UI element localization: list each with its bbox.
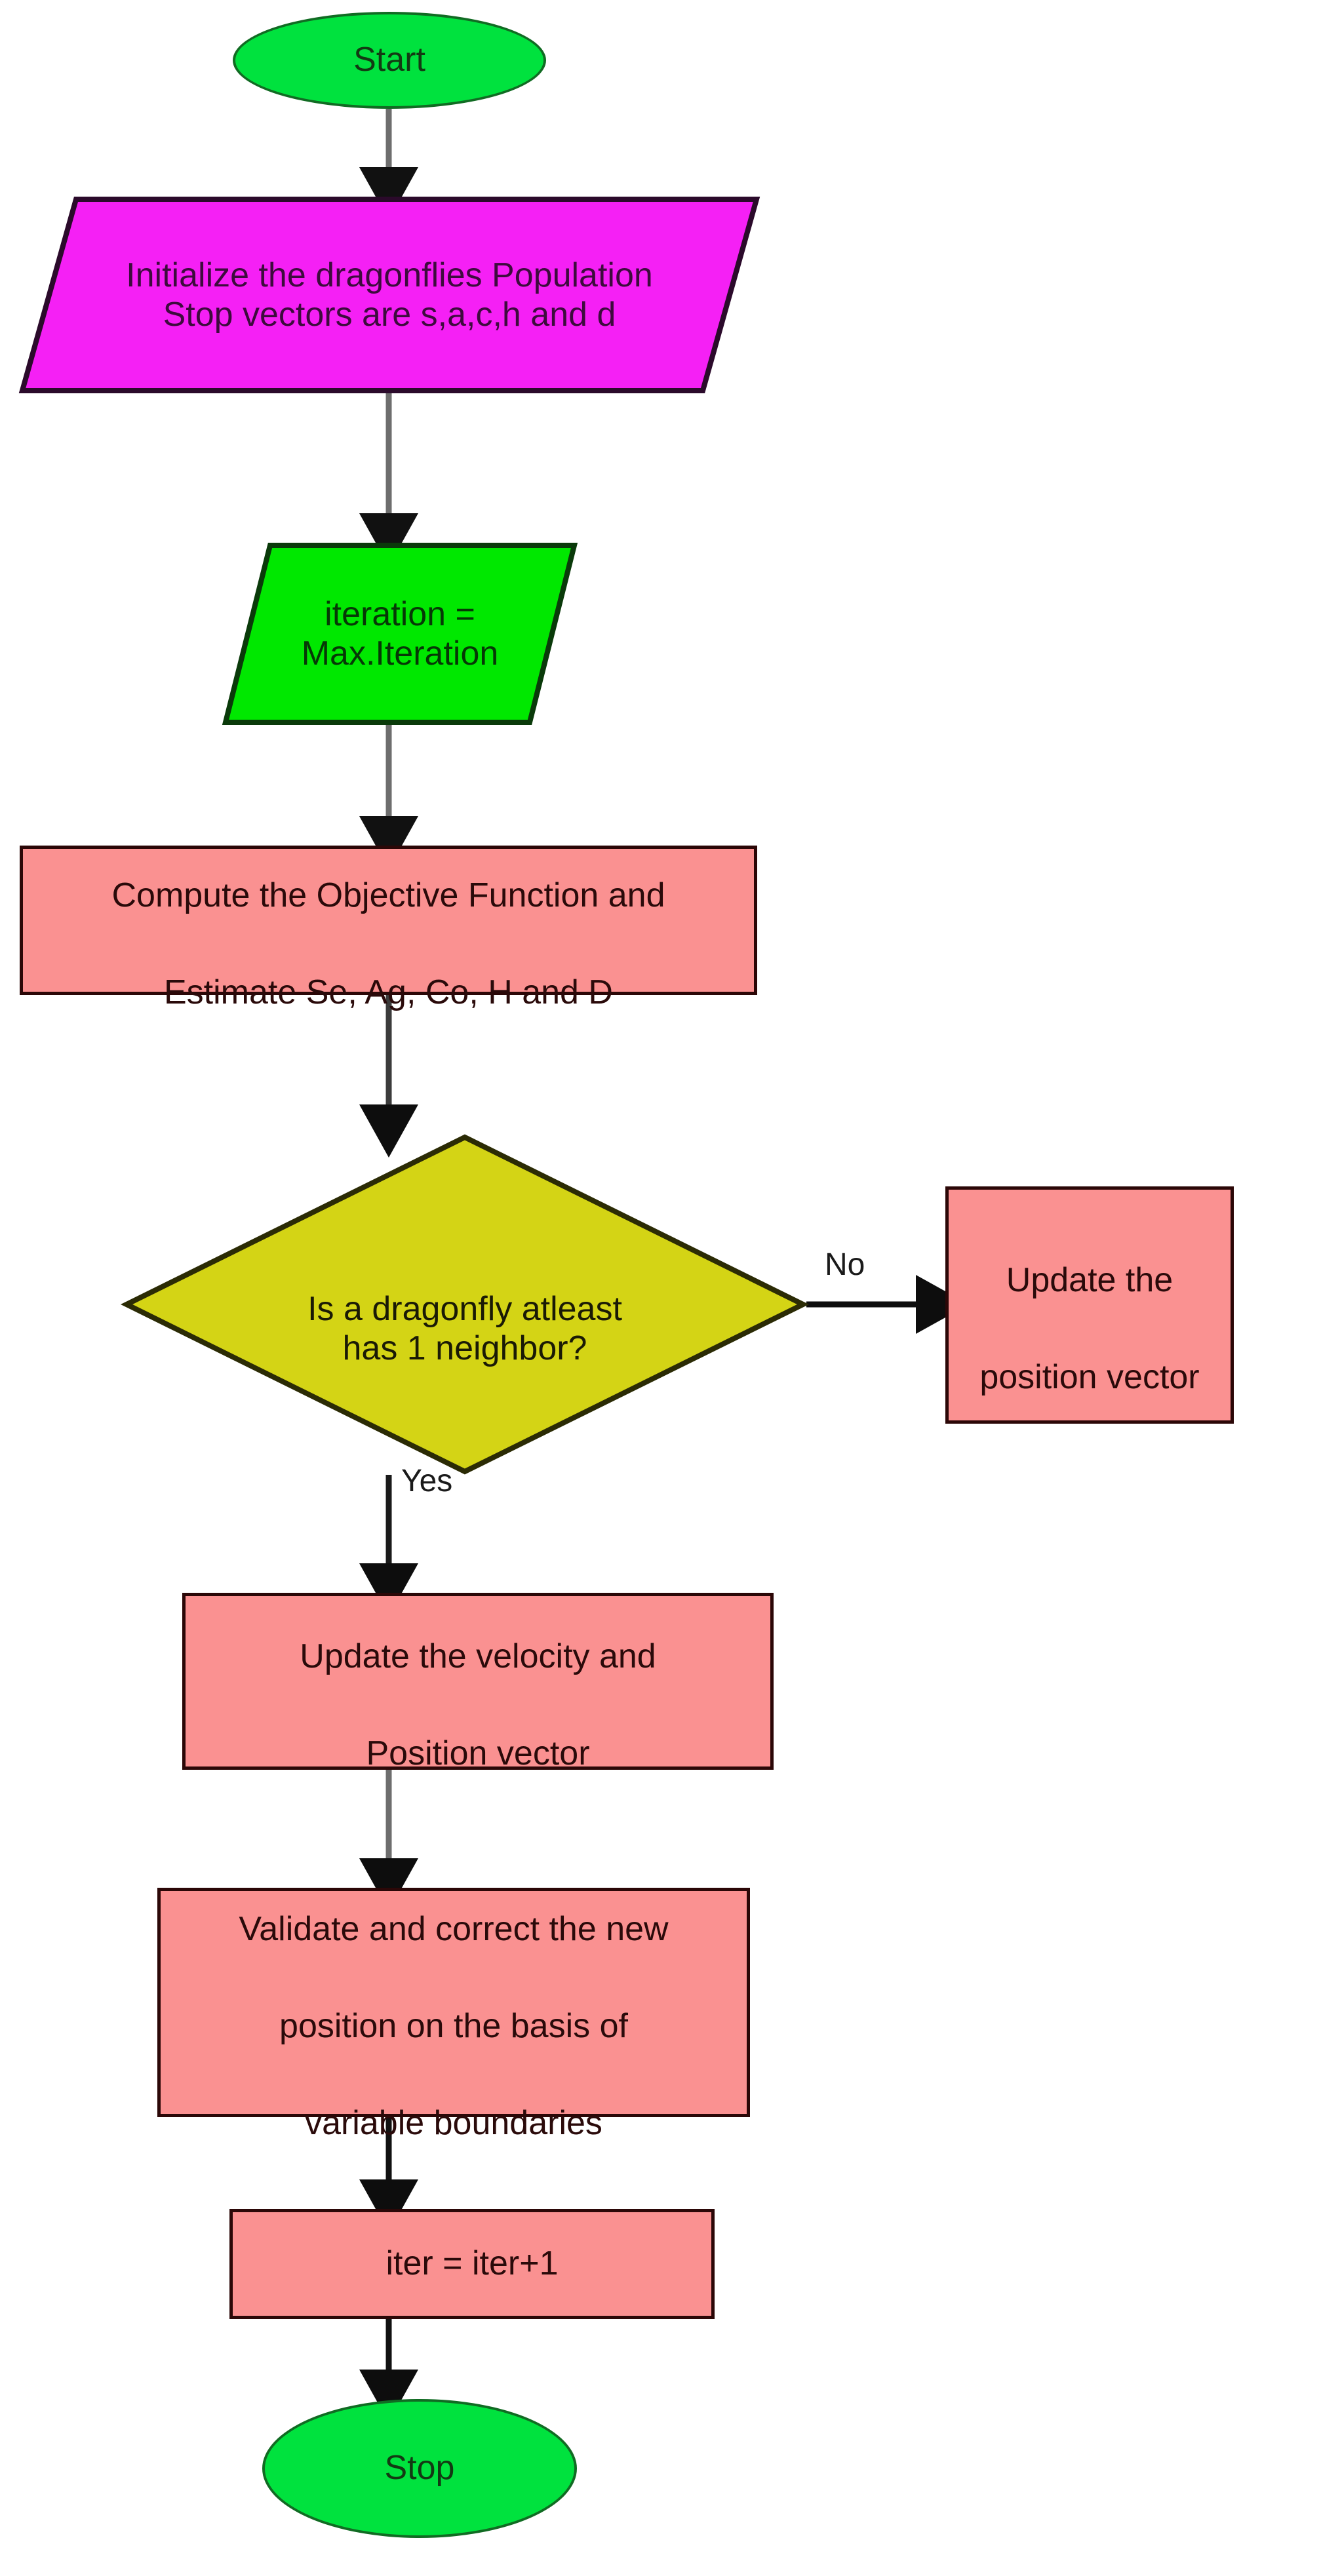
node-compute-line1: Compute the Objective Function and bbox=[111, 876, 665, 915]
node-increment-label: iter = iter+1 bbox=[385, 2244, 559, 2283]
node-update-position-line1: Update the bbox=[1006, 1261, 1173, 1300]
node-start[interactable]: Start bbox=[233, 12, 546, 109]
node-iteration-line1: iteration = bbox=[325, 595, 475, 633]
node-update-velocity-label: Update the velocity and Position vector bbox=[300, 1584, 656, 1778]
node-stop-label: Stop bbox=[384, 2449, 455, 2488]
node-initialize[interactable]: Initialize the dragonflies Population St… bbox=[18, 197, 760, 393]
node-update-position-label: Update the position vector bbox=[979, 1208, 1199, 1401]
node-increment[interactable]: iter = iter+1 bbox=[229, 2209, 715, 2319]
node-validate-label: Validate and correct the new position on… bbox=[239, 1858, 668, 2148]
node-update-position[interactable]: Update the position vector bbox=[945, 1186, 1234, 1424]
node-update-velocity-line2: Position vector bbox=[366, 1734, 590, 1772]
node-decision-label: Is a dragonfly atleast has 1 neighbor? bbox=[123, 1134, 806, 1475]
node-update-velocity[interactable]: Update the velocity and Position vector bbox=[182, 1593, 774, 1772]
node-decision[interactable]: Is a dragonfly atleast has 1 neighbor? bbox=[120, 1134, 810, 1475]
node-validate-line1: Validate and correct the new bbox=[239, 1910, 669, 1949]
node-validate[interactable]: Validate and correct the new position on… bbox=[157, 1888, 750, 2142]
node-initialize-label: Initialize the dragonflies Population St… bbox=[20, 197, 759, 393]
node-iteration-line2: Max.Iteration bbox=[301, 634, 499, 673]
node-update-velocity-line1: Update the velocity and bbox=[300, 1637, 656, 1676]
node-initialize-shape bbox=[18, 197, 760, 393]
node-decision-line1: Is a dragonfly atleast bbox=[307, 1290, 622, 1328]
node-compute-line2: Estimate Se, Ag, Co, H and D bbox=[163, 973, 613, 1011]
node-iteration[interactable]: iteration = Max.Iteration bbox=[222, 543, 578, 725]
node-initialize-line2: Stop vectors are s,a,c,h and d bbox=[163, 296, 616, 334]
node-start-label: Start bbox=[353, 41, 425, 79]
node-iteration-label: iteration = Max.Iteration bbox=[223, 543, 577, 725]
node-decision-line2: has 1 neighbor? bbox=[342, 1329, 587, 1367]
node-decision-shape bbox=[120, 1134, 810, 1475]
node-update-position-line2: position vector bbox=[979, 1357, 1200, 1396]
node-validate-line2: position on the basis of bbox=[279, 2007, 628, 2045]
node-validate-line3: variable boundaries bbox=[305, 2103, 602, 2142]
node-compute-label: Compute the Objective Function and Estim… bbox=[111, 823, 665, 1017]
node-iteration-shape bbox=[222, 543, 578, 725]
node-compute[interactable]: Compute the Objective Function and Estim… bbox=[20, 846, 757, 1011]
node-stop[interactable]: Stop bbox=[262, 2399, 577, 2538]
node-initialize-line1: Initialize the dragonflies Population bbox=[126, 256, 653, 294]
edge-label-yes: Yes bbox=[401, 1464, 453, 1498]
edge-label-no: No bbox=[825, 1247, 865, 1282]
